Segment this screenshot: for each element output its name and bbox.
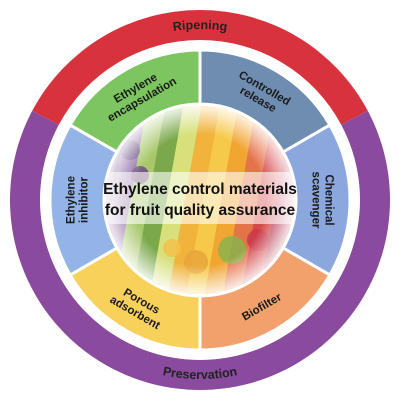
ethylene-inhibitor-label: Ethyleneinhibitor (66, 176, 91, 224)
ripening-label: Ripening (172, 18, 228, 34)
ripening-arc (32, 9, 368, 125)
chemical-scavenger-label: Chemicalscavenger (310, 172, 335, 229)
center-title-line1: Ethylene control materials (103, 181, 297, 198)
center-title-line2: for fruit quality assurance (105, 202, 296, 219)
preservation-label: Preservation (162, 364, 238, 382)
fruit-collage-image (104, 104, 296, 296)
preservation-arc (10, 110, 390, 390)
